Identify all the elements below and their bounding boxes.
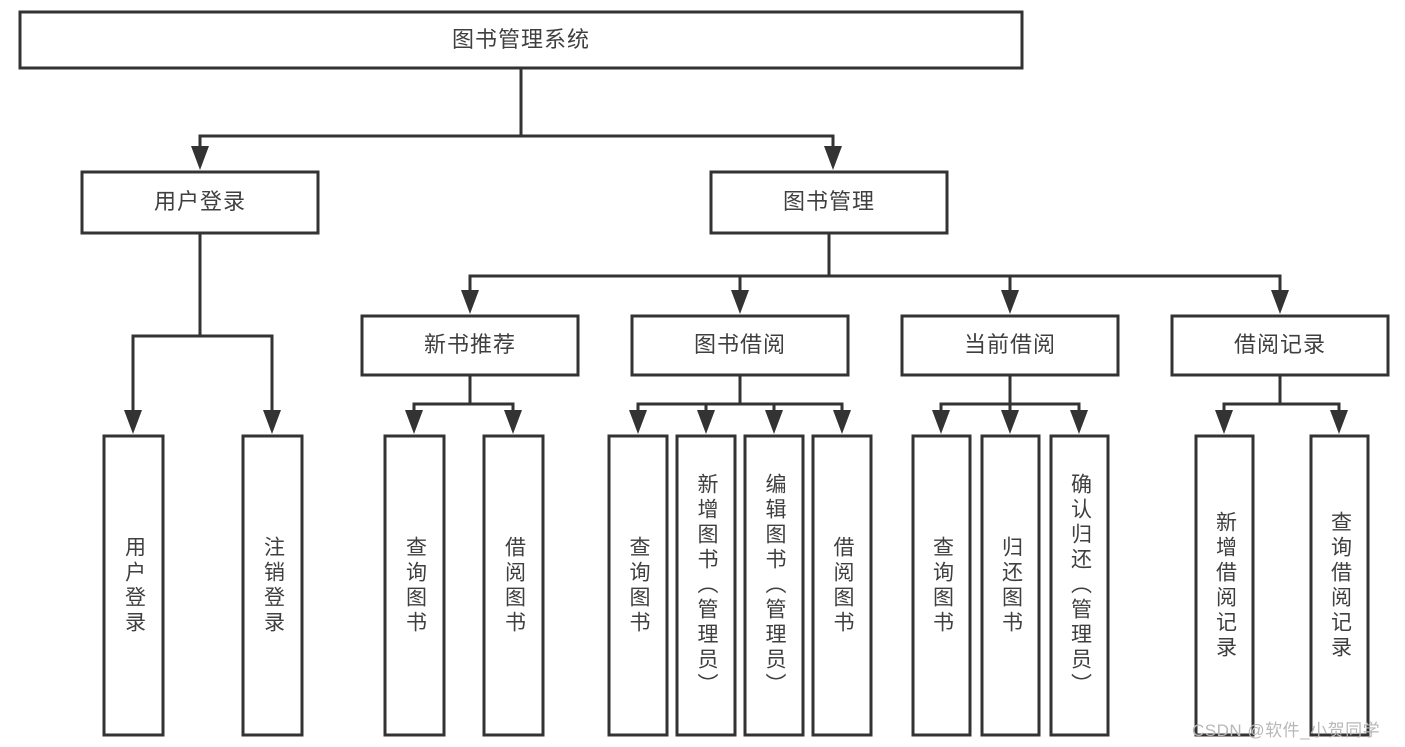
book-manage-to-level2 xyxy=(468,231,1282,306)
arrow-to-book-manage xyxy=(824,146,842,170)
node-box-leaf-cb-return[interactable] xyxy=(980,434,1041,737)
box-layer xyxy=(18,10,1390,737)
arrow-layer xyxy=(124,146,1348,434)
node-box-borrow-record[interactable] xyxy=(1170,314,1390,377)
arrow-to-borrow-record xyxy=(1271,290,1289,314)
arrow-to-current-borrow xyxy=(1001,290,1019,314)
arrow-to-leaf-user-login xyxy=(124,410,142,434)
borrow-record-to-leaves xyxy=(1222,373,1341,426)
arrow-to-leaf-bb-add xyxy=(697,410,715,434)
node-box-leaf-br-add[interactable] xyxy=(1194,434,1255,737)
book-borrow-to-leaves xyxy=(636,373,844,426)
node-box-leaf-rec-query[interactable] xyxy=(383,434,446,737)
node-box-leaf-br-query[interactable] xyxy=(1309,434,1370,737)
arrow-to-new-book-rec xyxy=(461,290,479,314)
arrow-to-leaf-bb-borrow xyxy=(833,410,851,434)
node-box-leaf-bb-edit[interactable] xyxy=(743,434,805,737)
arrow-to-leaf-cb-return xyxy=(1001,410,1019,434)
arrow-to-leaf-rec-query xyxy=(405,410,423,434)
node-box-leaf-cb-query[interactable] xyxy=(911,434,972,737)
arrow-to-leaf-rec-borrow xyxy=(504,410,522,434)
node-box-leaf-cb-confirm[interactable] xyxy=(1049,434,1110,737)
node-box-user-login[interactable] xyxy=(80,170,320,235)
node-box-new-book-rec[interactable] xyxy=(360,314,580,377)
user-login-to-leaves xyxy=(131,231,274,426)
new-book-rec-to-leaves xyxy=(412,373,515,426)
node-box-leaf-bb-query[interactable] xyxy=(607,434,669,737)
arrow-to-leaf-cb-confirm xyxy=(1070,410,1088,434)
arrow-to-leaf-br-add xyxy=(1215,410,1233,434)
node-box-leaf-rec-borrow[interactable] xyxy=(482,434,545,737)
node-box-leaf-user-login[interactable] xyxy=(102,434,165,737)
node-box-leaf-logout[interactable] xyxy=(241,434,304,737)
node-box-leaf-bb-borrow[interactable] xyxy=(811,434,873,737)
node-box-leaf-bb-add[interactable] xyxy=(675,434,737,737)
arrow-to-leaf-br-query xyxy=(1330,410,1348,434)
node-box-current-borrow[interactable] xyxy=(900,314,1120,377)
arrow-to-leaf-logout xyxy=(263,410,281,434)
root-to-level1 xyxy=(198,66,835,162)
csdn-watermark: CSDN @软件_小贺同学 xyxy=(1192,721,1381,740)
arrow-to-leaf-bb-query xyxy=(629,410,647,434)
arrow-to-leaf-cb-query xyxy=(932,410,950,434)
node-box-root[interactable] xyxy=(18,10,1024,70)
node-box-book-manage[interactable] xyxy=(709,170,949,235)
node-box-book-borrow[interactable] xyxy=(630,314,850,377)
arrow-to-book-borrow xyxy=(731,290,749,314)
arrow-to-user-login xyxy=(191,146,209,170)
arrow-to-leaf-bb-edit xyxy=(765,410,783,434)
